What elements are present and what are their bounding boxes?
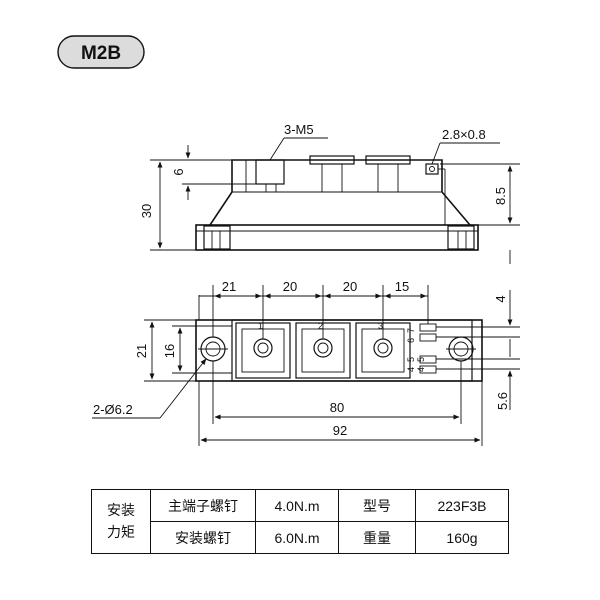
spec-value-model: 223F3B <box>415 489 509 522</box>
dim-pitch-4: 15 <box>395 279 409 294</box>
control-pin-4 <box>419 365 437 374</box>
package-name: M2B <box>81 43 121 64</box>
pin-label-5: 5 <box>406 357 416 362</box>
top-housing <box>231 319 473 382</box>
side-left-ear <box>203 225 231 250</box>
thread-note: 3-M5 <box>284 122 314 137</box>
spec-table: 安装 力矩 主端子螺钉 4.0N.m 型号 223F3B 安装螺钉 6.0N.m… <box>91 489 509 554</box>
terminal-screw-1 <box>253 338 273 358</box>
side-view: 3-M5 2.8×0.8 30 6 8.5 <box>139 122 520 264</box>
dim-width: 21 <box>134 344 149 358</box>
side-base-plate <box>195 224 479 251</box>
terminal-number-3: 3 <box>378 321 383 331</box>
dim-pitch-3: 20 <box>343 279 357 294</box>
dim-overall-length: 92 <box>333 423 347 438</box>
pin-label-4: 4 <box>406 367 416 372</box>
spec-row-2: 安装螺钉 6.0N.m 重量 160g <box>92 521 509 554</box>
side-terminal-top-2 <box>309 155 355 165</box>
dim-inner-width: 16 <box>162 344 177 358</box>
dim-pin-bottom: 5.6 <box>495 392 510 410</box>
control-pin-5 <box>419 355 437 364</box>
spec-group-label-line2: 力矩 <box>107 524 135 541</box>
dim-pin-top: 4 <box>493 295 508 302</box>
spec-value-weight: 160g <box>415 521 509 554</box>
dim-pitch-2: 20 <box>283 279 297 294</box>
spec-item-mount-screw: 安装螺钉 <box>150 521 256 554</box>
terminal-number-2: 2 <box>318 321 323 331</box>
spec-group-label: 安装 力矩 <box>91 489 151 554</box>
dim-screw-depth: 6 <box>171 168 186 175</box>
terminal-number-1: 1 <box>258 321 263 331</box>
mount-hole-note: 2-Ø6.2 <box>93 402 133 417</box>
control-pin-6 <box>419 333 437 342</box>
terminal-screw-3 <box>373 338 393 358</box>
side-terminal-top-3 <box>365 155 411 165</box>
dim-hole-spacing: 80 <box>330 400 344 415</box>
spec-value-mount-torque: 6.0N.m <box>255 521 339 554</box>
control-pin-7 <box>419 323 437 332</box>
pin-label-right-5: 5 <box>416 357 426 362</box>
side-right-ear <box>447 225 475 250</box>
pin-label-6: 6 <box>406 338 416 343</box>
tab-note: 2.8×0.8 <box>442 127 486 142</box>
spec-key-weight: 重量 <box>338 521 416 554</box>
spec-group-label-line1: 安装 <box>107 502 135 519</box>
dim-pitch-1: 21 <box>222 279 236 294</box>
pin-label-right-4: 4 <box>416 367 426 372</box>
terminal-screw-2 <box>313 338 333 358</box>
side-control-tab <box>425 163 439 175</box>
spec-value-terminal-torque: 4.0N.m <box>255 489 339 522</box>
spec-key-model: 型号 <box>338 489 416 522</box>
spec-row-1: 安装 力矩 主端子螺钉 4.0N.m 型号 223F3B <box>91 489 509 554</box>
side-housing <box>209 159 471 226</box>
side-terminal-boss-1 <box>255 159 285 185</box>
spec-item-terminal-screw: 主端子螺钉 <box>150 489 256 522</box>
dim-tab-height: 8.5 <box>493 187 508 205</box>
dim-total-height: 30 <box>139 204 154 218</box>
pin-label-7: 7 <box>406 328 416 333</box>
package-badge: M2B <box>57 35 145 69</box>
top-view: 1 2 3 4 5 6 7 5 4 <box>92 279 520 446</box>
